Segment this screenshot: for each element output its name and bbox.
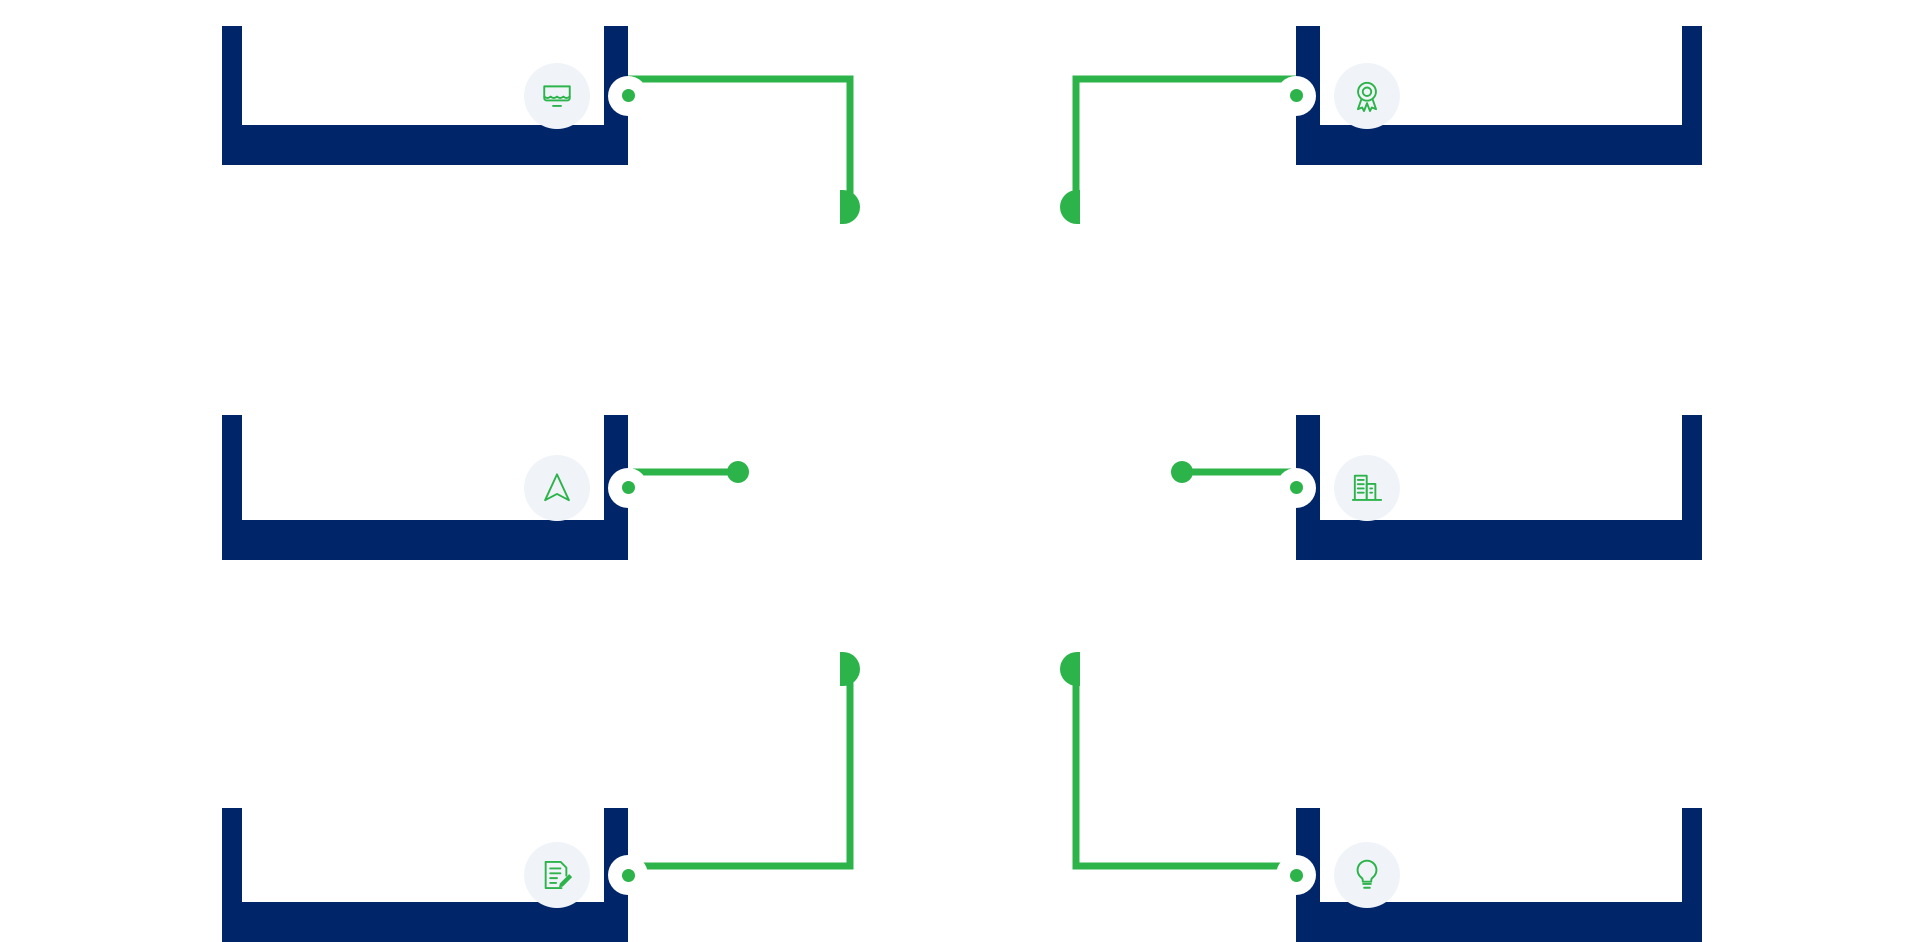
terminal-monitor-down [840, 190, 860, 224]
connector-monitor-down [628, 75, 854, 202]
node-port[interactable] [1276, 467, 1316, 508]
monitor-icon [524, 62, 590, 129]
node-award[interactable] [1276, 26, 1702, 165]
navigation-arrow-icon [524, 454, 590, 521]
node-monitor[interactable] [222, 26, 648, 165]
node-building[interactable] [1276, 415, 1702, 560]
node-document-edit[interactable] [222, 808, 648, 942]
document-edit-icon [524, 842, 590, 908]
terminal-navigation-dot [727, 461, 749, 483]
connector-award-down [1072, 75, 1296, 202]
port-dot [621, 89, 635, 102]
node-port[interactable] [1276, 75, 1316, 116]
connector-document-up [628, 662, 854, 870]
node-port[interactable] [1276, 855, 1316, 895]
node-navigation[interactable] [222, 415, 648, 560]
terminal-building-dot [1171, 461, 1193, 483]
node-port[interactable] [608, 467, 648, 508]
node-lightbulb[interactable] [1276, 808, 1702, 942]
port-dot [1289, 868, 1303, 882]
connector-lightbulb-up [1072, 662, 1296, 870]
node-port[interactable] [608, 75, 648, 116]
node-port[interactable] [608, 855, 648, 895]
port-dot [1289, 481, 1303, 494]
port-dot [621, 481, 635, 494]
terminal-document-up [840, 652, 860, 686]
terminal-award-down [1060, 190, 1080, 224]
lightbulb-icon [1334, 842, 1400, 908]
terminal-lightbulb-up [1060, 652, 1080, 686]
award-ribbon-icon [1334, 62, 1400, 129]
port-dot [1289, 89, 1303, 102]
building-icon [1334, 454, 1400, 521]
port-dot [621, 868, 635, 882]
